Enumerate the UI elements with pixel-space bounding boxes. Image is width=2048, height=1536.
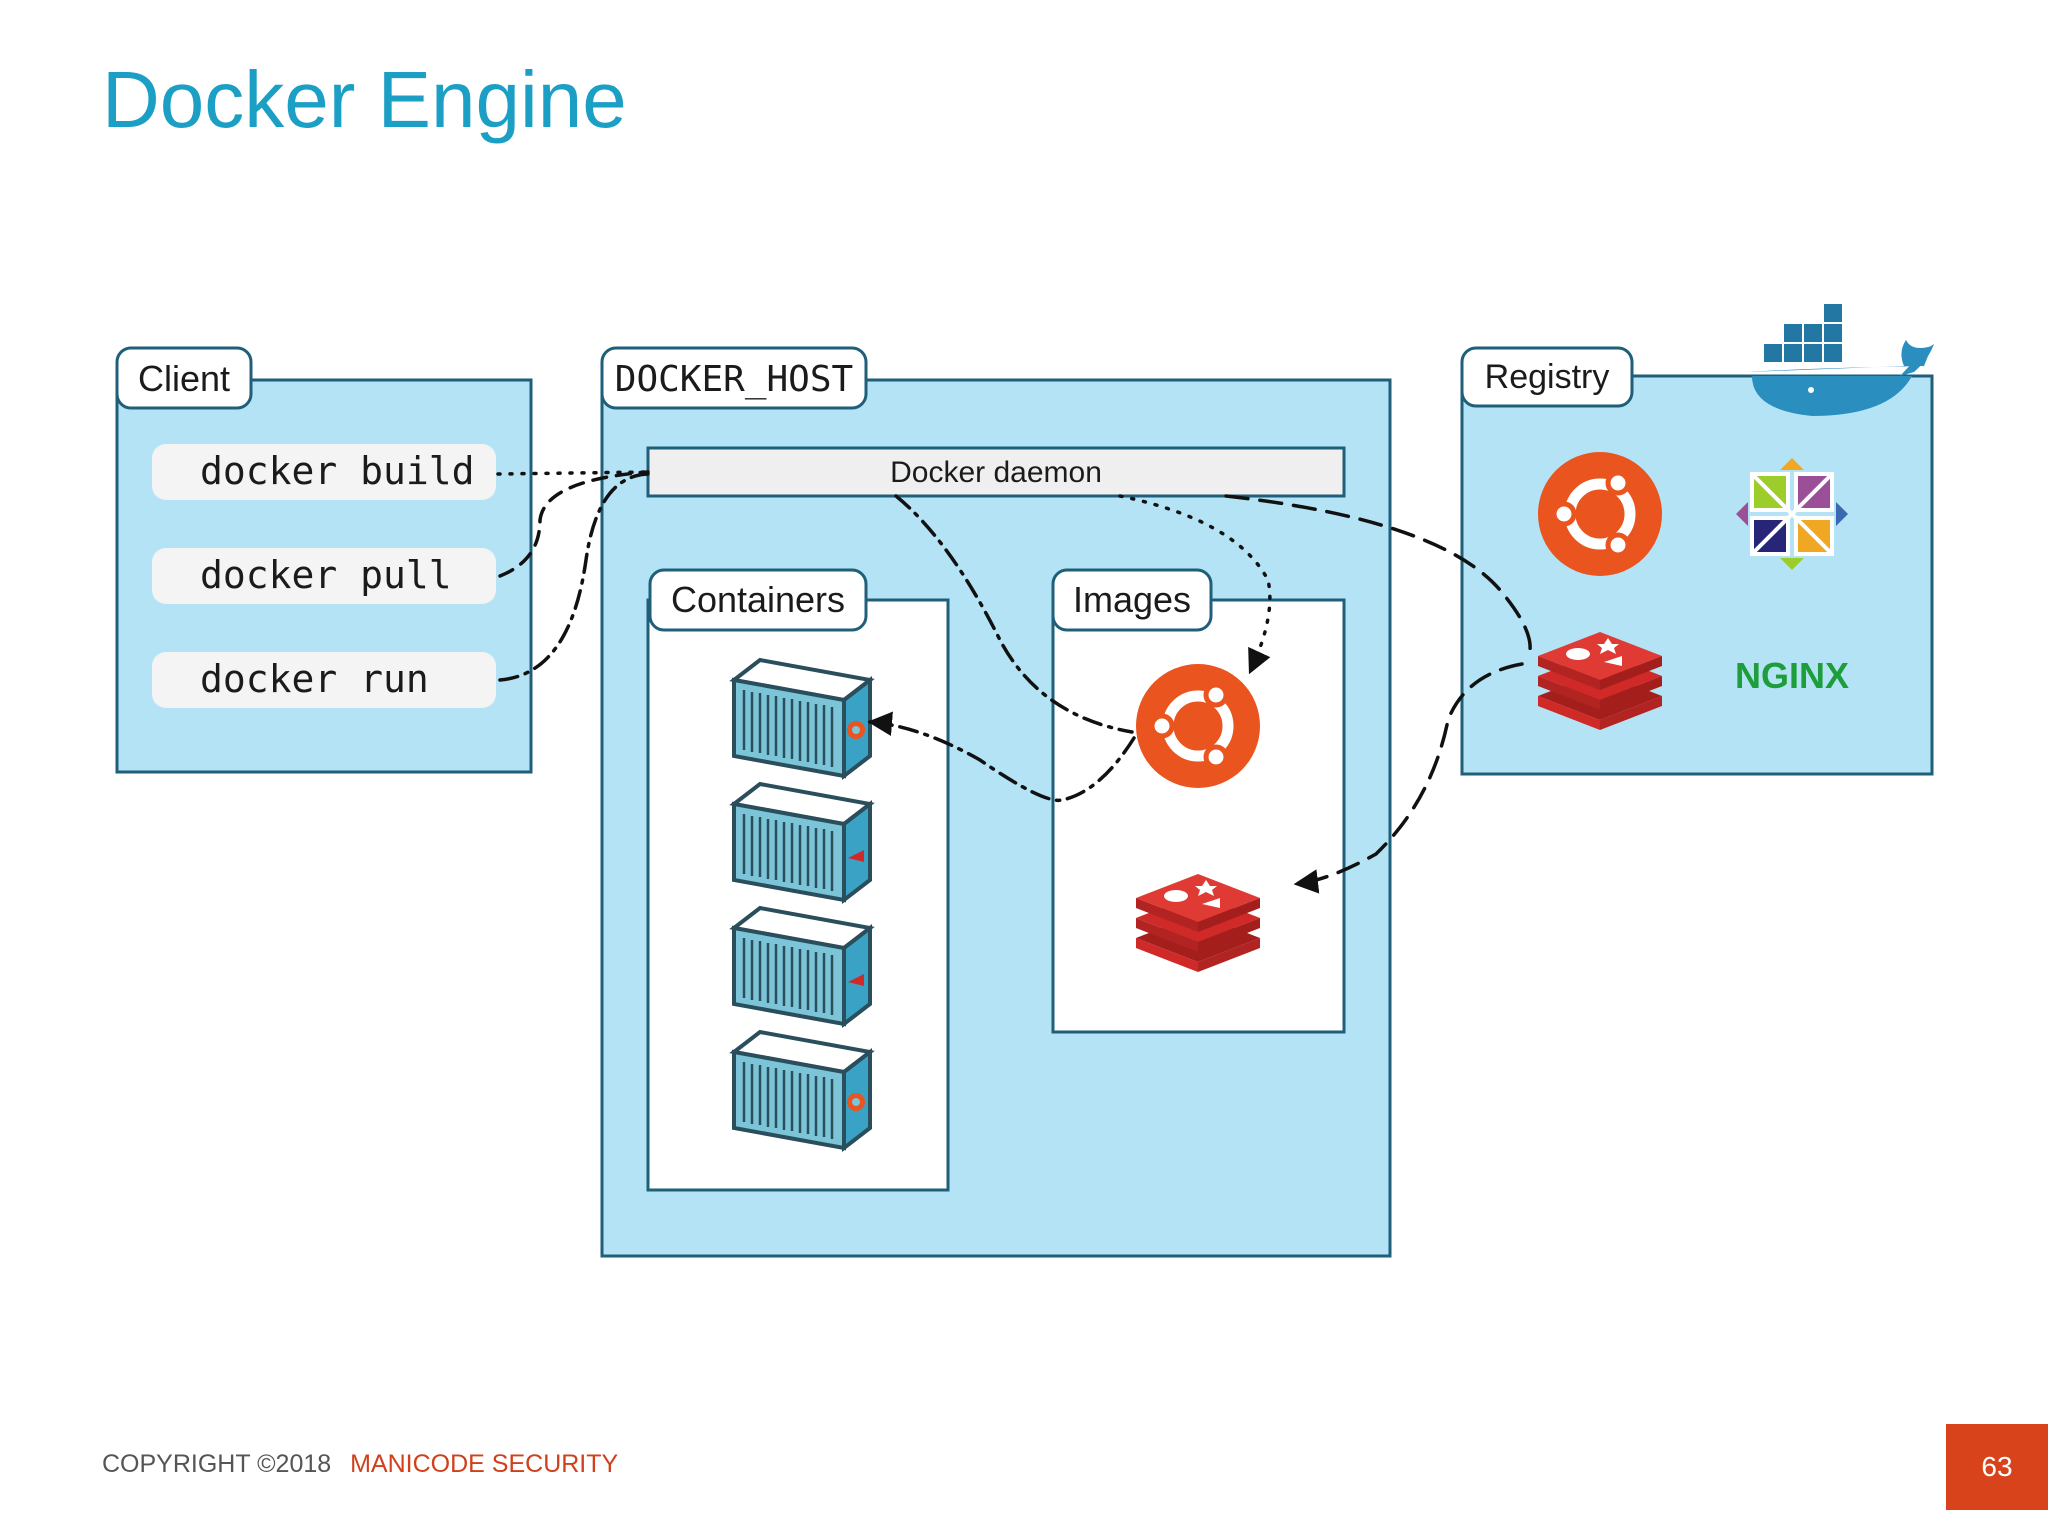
command-docker-build[interactable]: docker build bbox=[152, 444, 496, 500]
registry-label: Registry bbox=[1485, 358, 1610, 396]
command-docker-run[interactable]: docker run bbox=[152, 652, 496, 708]
connectors bbox=[496, 470, 1532, 894]
redis-icon bbox=[1538, 632, 1662, 730]
nginx-logo: NGINX bbox=[1735, 655, 1849, 696]
container-icon bbox=[732, 782, 872, 902]
containers-panel: Containers bbox=[646, 568, 950, 1192]
daemon-to-ubuntu-image-connector bbox=[1118, 494, 1272, 675]
containers-label: Containers bbox=[671, 579, 845, 620]
registry-panel: Registry bbox=[1460, 304, 1934, 776]
daemon-to-images-run-connector bbox=[894, 494, 1134, 734]
docker-host-label: DOCKER_HOST bbox=[615, 359, 853, 400]
image-to-container-connector bbox=[867, 711, 1136, 803]
pull-connector bbox=[498, 470, 650, 578]
daemon-to-registry-connector bbox=[1224, 494, 1532, 652]
redis-icon bbox=[1136, 874, 1260, 972]
images-label: Images bbox=[1073, 579, 1191, 620]
registry-to-redis-image-connector bbox=[1293, 662, 1524, 894]
docker-daemon-bar[interactable]: Docker daemon bbox=[646, 446, 1346, 498]
container-icon bbox=[732, 1030, 872, 1150]
command-label: docker build bbox=[200, 449, 475, 493]
page-number-badge: 63 bbox=[1946, 1424, 2048, 1510]
company-name: MANICODE SECURITY bbox=[350, 1450, 619, 1478]
client-panel: Client docker build docker pull docker r… bbox=[115, 346, 533, 774]
run-connector bbox=[498, 472, 650, 682]
docker-daemon-label: Docker daemon bbox=[890, 456, 1102, 489]
client-tab: Client bbox=[115, 346, 253, 410]
registry-tab: Registry bbox=[1460, 346, 1634, 408]
ubuntu-icon bbox=[1136, 664, 1260, 788]
docker-whale-icon bbox=[1748, 304, 1934, 416]
footer: COPYRIGHT ©2018 MANICODE SECURITY bbox=[102, 1450, 618, 1479]
command-docker-pull[interactable]: docker pull bbox=[152, 548, 496, 604]
command-label: docker pull bbox=[200, 553, 452, 597]
centos-icon bbox=[1736, 458, 1848, 570]
images-panel: Images bbox=[1051, 568, 1346, 1034]
copyright-text: COPYRIGHT ©2018 bbox=[102, 1450, 332, 1478]
client-label: Client bbox=[138, 358, 230, 399]
slide-title: Docker Engine bbox=[102, 55, 627, 144]
docker-host-tab: DOCKER_HOST bbox=[600, 346, 868, 410]
container-icon bbox=[732, 906, 872, 1026]
command-label: docker run bbox=[200, 657, 429, 701]
container-icon bbox=[732, 658, 872, 778]
ubuntu-icon bbox=[1538, 452, 1662, 576]
build-connector bbox=[496, 470, 650, 476]
docker-host-panel: DOCKER_HOST Docker daemon Containers bbox=[600, 346, 1392, 1258]
